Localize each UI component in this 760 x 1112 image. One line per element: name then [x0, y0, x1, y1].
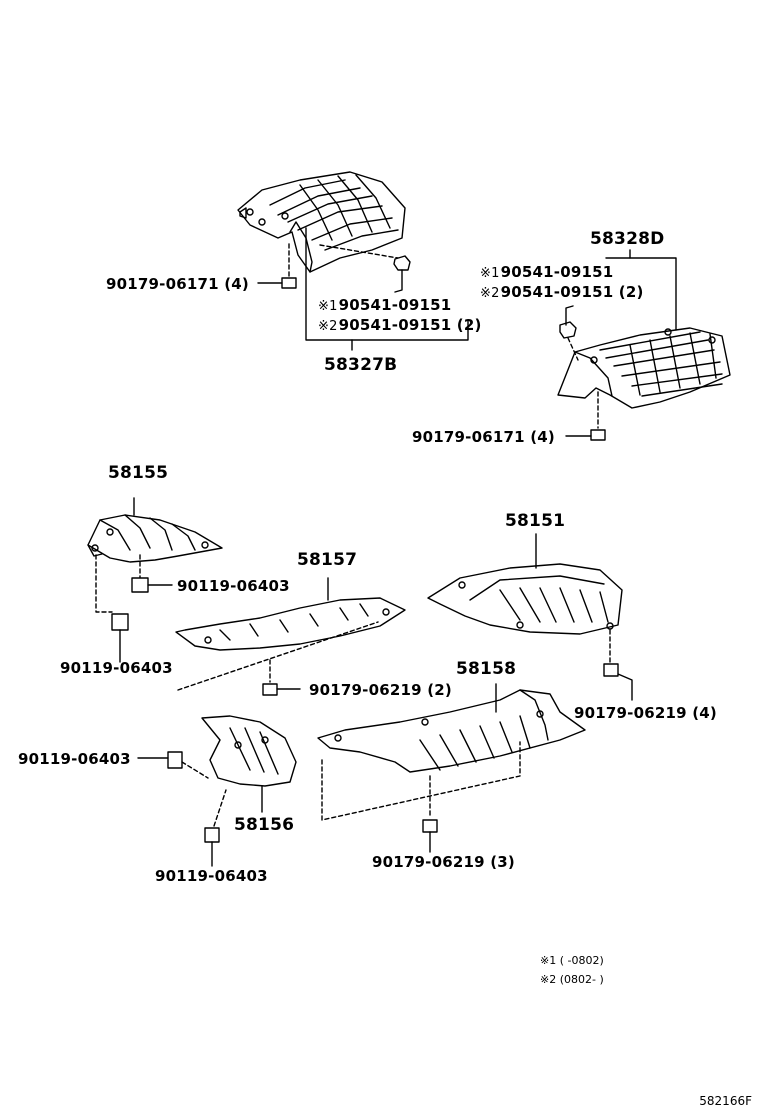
mark-1: ※1: [480, 266, 500, 281]
heat-insulator-58158-shape: [317, 689, 586, 773]
diagram-code: 582166F: [699, 1094, 752, 1108]
part-number: 90541-09151: [500, 263, 614, 281]
label-90179-06171-top: 90179-06171 (4): [106, 275, 249, 293]
label-90119-06403-d: 90119-06403: [155, 867, 268, 885]
footnote-1: ※1 ( -0802): [540, 954, 604, 967]
label-90541-09151-top-1: ※190541-09151: [318, 296, 451, 316]
label-58151: 58151: [505, 511, 566, 531]
heat-insulator-58155-shape: [87, 514, 223, 563]
label-58328d: 58328D: [590, 229, 665, 249]
mark-2: ※2: [318, 319, 338, 334]
label-90119-06403-b: 90119-06403: [60, 659, 173, 677]
heat-insulator-58157-shape: [175, 597, 406, 651]
mark-1: ※1: [318, 299, 338, 314]
label-58157: 58157: [297, 550, 358, 570]
label-58156: 58156: [234, 815, 295, 835]
label-58155: 58155: [108, 463, 169, 483]
label-90179-06219-4: 90179-06219 (4): [574, 704, 717, 722]
part-number: 90541-09151 (2): [500, 283, 644, 301]
label-90541-09151-right-1: ※190541-09151: [480, 263, 613, 283]
heat-insulator-58151-shape: [427, 563, 623, 635]
heat-insulator-58327b-shape: [237, 171, 406, 273]
label-58158: 58158: [456, 659, 517, 679]
footnote-2: ※2 (0802- ): [540, 973, 604, 986]
label-90541-09151-right-2: ※290541-09151 (2): [480, 283, 644, 303]
label-90179-06219-2: 90179-06219 (2): [309, 681, 452, 699]
part-number: 90541-09151: [338, 296, 452, 314]
mark-2: ※2: [480, 286, 500, 301]
label-90541-09151-top-2: ※290541-09151 (2): [318, 316, 482, 336]
label-58327b: 58327B: [324, 355, 398, 375]
part-number: 90541-09151 (2): [338, 316, 482, 334]
label-90179-06219-3: 90179-06219 (3): [372, 853, 515, 871]
label-90179-06171-right: 90179-06171 (4): [412, 428, 555, 446]
label-90119-06403-c: 90119-06403: [18, 750, 131, 768]
heat-insulator-58328d-shape: [557, 327, 731, 409]
label-90119-06403-a: 90119-06403: [177, 577, 290, 595]
heat-insulator-58156-shape: [201, 715, 297, 787]
